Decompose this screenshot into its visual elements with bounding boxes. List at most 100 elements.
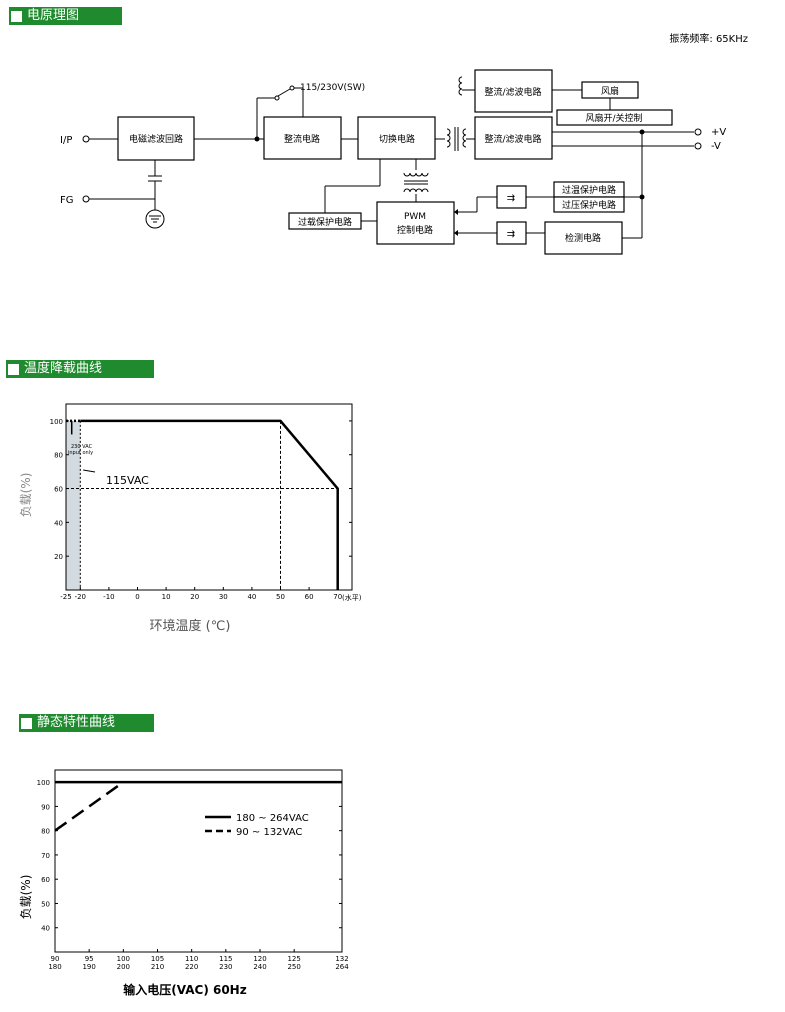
- detect-block: [544, 221, 623, 255]
- y-tick-label: 60: [54, 486, 63, 494]
- x-tick-label-top: 115: [219, 955, 232, 963]
- y-tick-label: 80: [54, 452, 63, 460]
- fan-control-block: [556, 109, 673, 126]
- fg-label: FG: [60, 195, 74, 206]
- osc-freq-label: 振荡频率: 65KHz: [669, 32, 748, 45]
- series-solid-line: [80, 419, 339, 590]
- plus-v-terminal: [694, 128, 702, 136]
- x-tick-label: 50: [276, 593, 285, 601]
- rect-filter-label-2: 整流/滤波电路: [484, 133, 541, 145]
- shaded-region: [66, 420, 81, 590]
- series-dashed-line: [54, 781, 125, 832]
- x-tick-label: 30: [219, 593, 228, 601]
- rect-filter-label-1: 整流/滤波电路: [484, 86, 541, 98]
- arrow-115vac: [83, 469, 96, 473]
- annotation-input-only: input only: [68, 450, 93, 456]
- x-tick-label-bottom: 264: [335, 963, 349, 971]
- y-tick-label: 50: [41, 900, 50, 908]
- x-tick-label-top: 90: [51, 955, 60, 963]
- x-tick-label-top: 95: [85, 955, 94, 963]
- plus-v-label: +V: [711, 127, 726, 138]
- x-tick-label: 0: [135, 593, 139, 601]
- section-title: 静态特性曲线: [37, 715, 116, 730]
- ground-icon: [145, 209, 165, 229]
- block-diagram: 振荡频率: 65KHz I/P FG 电磁滤波回路 115/230V(SW) 整…: [60, 32, 748, 255]
- x-tick-label-top: 125: [287, 955, 300, 963]
- minus-v-label: -V: [711, 141, 721, 152]
- switch-label: 115/230V(SW): [300, 83, 365, 93]
- x-tick-label: 10: [162, 593, 171, 601]
- header-square-icon: [21, 717, 32, 729]
- x-tick-label-top: 100: [117, 955, 130, 963]
- pwm-label-1: PWM: [404, 212, 426, 222]
- x-tick-label-bottom: 200: [117, 963, 130, 971]
- y-tick-label: 20: [54, 553, 63, 561]
- legend-solid-label: 180 ~ 264VAC: [236, 813, 309, 824]
- static-chart: 4050607080901009018095190100200105210110…: [19, 769, 349, 997]
- rect-filter-block-2: [474, 116, 553, 160]
- otp-label: 过温保护电路: [562, 184, 616, 196]
- x-axis-label: 环境温度 (℃): [150, 618, 231, 634]
- annotation-230vac: 230 VAC: [71, 444, 93, 450]
- pwm-label-2: 控制电路: [397, 224, 433, 236]
- fan-label: 风扇: [601, 85, 619, 97]
- rect-filter-block-1: [474, 69, 553, 113]
- y-tick-label: 100: [50, 418, 63, 426]
- section-title: 电原理图: [27, 8, 80, 23]
- x-tick-label: 60: [305, 593, 314, 601]
- y-tick-label: 40: [54, 519, 63, 527]
- x-axis-label: 输入电压(VAC) 60Hz: [123, 982, 246, 997]
- x-tick-label: 20: [190, 593, 199, 601]
- ovp-label: 过压保护电路: [562, 199, 616, 211]
- x-tick-label-bottom: 210: [151, 963, 164, 971]
- x-tick-label-bottom: 180: [48, 963, 61, 971]
- section-header-derating: 温度降载曲线: [6, 360, 154, 378]
- x-tick-label-top: 110: [185, 955, 198, 963]
- section-header-block-diagram: 电原理图: [9, 7, 122, 25]
- x-tick-label-top: 132: [335, 955, 348, 963]
- x-tick-label-top: 105: [151, 955, 164, 963]
- y-tick-label: 90: [41, 803, 50, 811]
- rectifier-block: [263, 116, 342, 160]
- header-square-icon: [11, 10, 22, 22]
- detect-label: 检测电路: [565, 232, 601, 244]
- svg-text:⇉: ⇉: [507, 229, 515, 240]
- x-tick-label: -20: [75, 593, 86, 601]
- x-tick-label-bottom: 250: [287, 963, 300, 971]
- switching-block: [357, 116, 436, 160]
- y-axis-label: 负载(%): [19, 473, 33, 518]
- x-tick-label: 70: [333, 593, 342, 601]
- emi-filter-label: 电磁滤波回路: [129, 133, 183, 145]
- x-tick-label-bottom: 240: [253, 963, 266, 971]
- switching-label: 切换电路: [379, 133, 415, 145]
- x-unit-label: (水平): [342, 593, 362, 602]
- x-tick-label: -25: [60, 593, 71, 601]
- y-tick-label: 40: [41, 925, 50, 933]
- plot-frame: [54, 769, 343, 953]
- section-header-static: 静态特性曲线: [19, 714, 154, 732]
- minus-v-terminal: [694, 142, 702, 150]
- y-tick-label: 70: [41, 852, 50, 860]
- section-title: 温度降载曲线: [24, 361, 103, 376]
- y-tick-label: 60: [41, 876, 50, 884]
- x-tick-label-bottom: 220: [185, 963, 198, 971]
- pwm-block: [376, 201, 455, 245]
- x-tick-label: -10: [103, 593, 114, 601]
- fg-terminal: [82, 195, 90, 203]
- y-tick-label: 100: [37, 779, 50, 787]
- rectifier-label: 整流电路: [284, 133, 320, 145]
- emi-filter-block: [117, 116, 195, 161]
- legend-dashed-label: 90 ~ 132VAC: [236, 827, 302, 838]
- annotation-115vac: 115VAC: [106, 474, 149, 487]
- x-tick-label-bottom: 230: [219, 963, 232, 971]
- olp-label: 过载保护电路: [298, 216, 352, 228]
- plot-frame: [65, 403, 353, 591]
- y-tick-label: 80: [41, 828, 50, 836]
- ovp-block: [553, 196, 625, 213]
- input-terminal: [82, 135, 90, 143]
- input-label: I/P: [60, 135, 72, 146]
- svg-text:⇉: ⇉: [507, 193, 515, 204]
- x-tick-label-top: 120: [253, 955, 266, 963]
- y-axis-label: 负载(%): [19, 875, 33, 920]
